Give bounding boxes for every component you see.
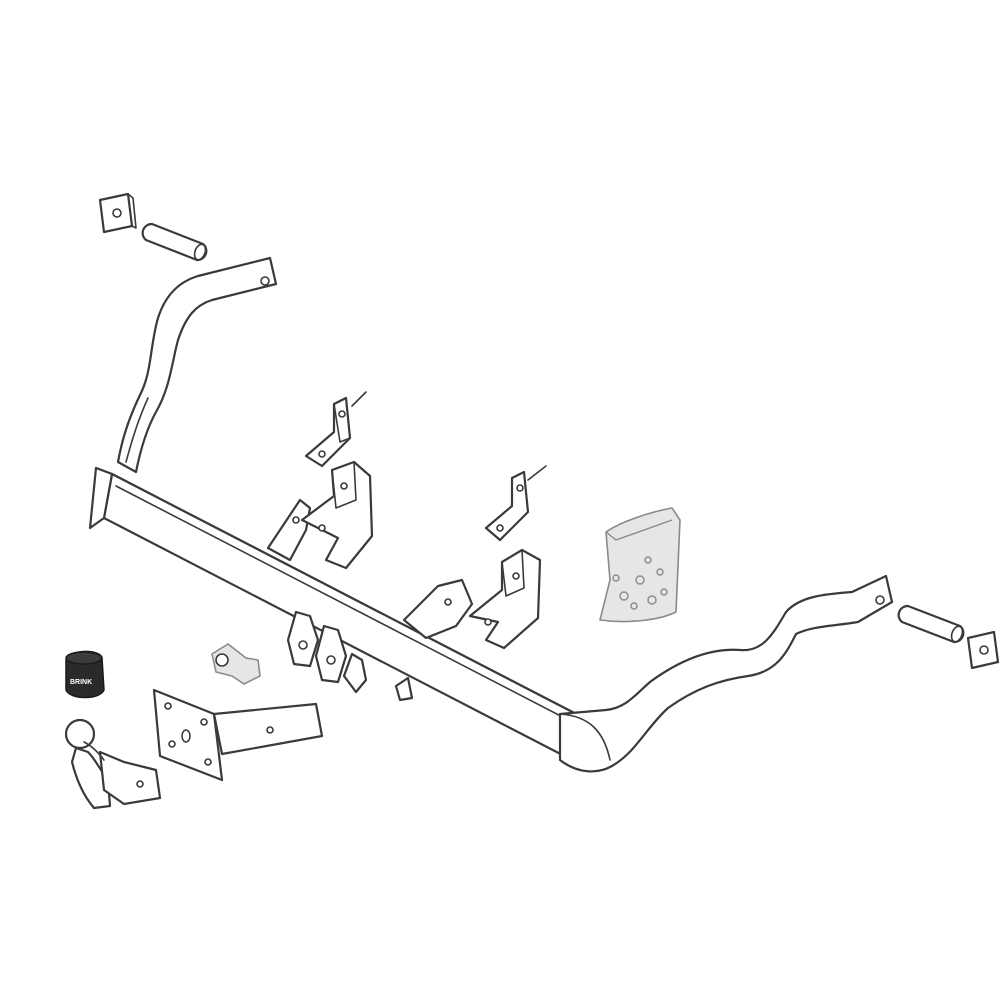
left-side-arm [116,256,278,474]
fixing-bag [599,507,681,623]
right-side-arm [558,574,894,773]
tow-ball [64,718,162,810]
mounting-bracket-lower-left [300,460,374,570]
spacer-tube-left [141,222,208,262]
spacer-tube-right [897,604,965,644]
square-plate-right [966,630,1000,670]
crossbar-lug-right [394,578,474,702]
mounting-bracket-upper-left [304,391,367,468]
mounting-bracket-upper-right [484,465,547,542]
crossbar-lug-left [266,498,312,562]
mounting-bracket-lower-right [468,548,542,650]
square-plate-left [98,192,137,234]
tow-ball-cover: BRINK [65,650,105,699]
cap-logo-text: BRINK [70,679,92,686]
center-plates [286,610,368,694]
main-crossbar [88,466,586,764]
socket-plate [211,643,261,685]
faceplate [152,688,324,782]
